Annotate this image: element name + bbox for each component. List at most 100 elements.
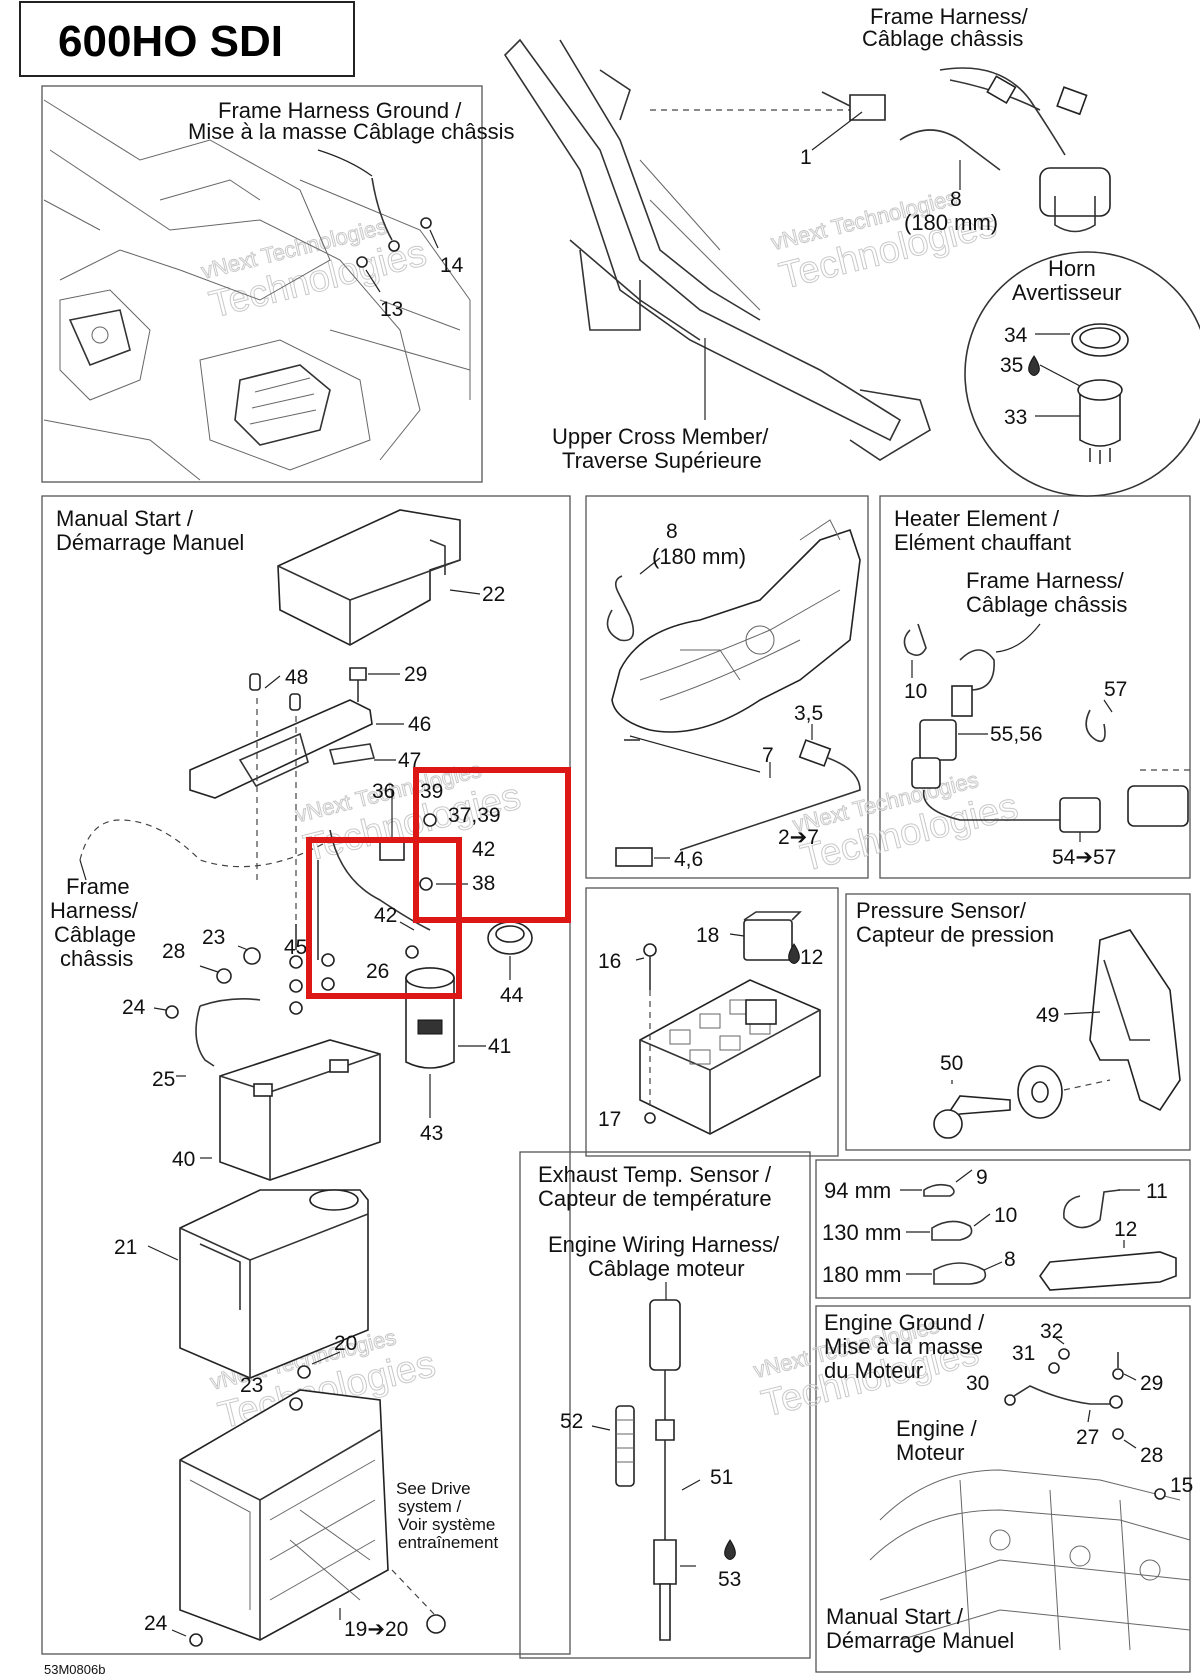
title-box xyxy=(19,1,355,77)
engine-manual-start-en: Manual Start / xyxy=(826,1604,964,1629)
callout-34: 34 xyxy=(1004,324,1028,347)
panel-manual-start xyxy=(41,495,571,1655)
callout-51: 51 xyxy=(710,1466,733,1489)
manual-start-label-en: Manual Start / xyxy=(56,506,194,531)
callout-37-39: 37,39 xyxy=(448,804,501,827)
panel-relay xyxy=(585,887,839,1157)
top-tie-size: (180 mm) xyxy=(904,210,998,235)
callout-10-ties: 10 xyxy=(994,1204,1017,1227)
callout-39: 39 xyxy=(420,780,443,803)
highlight-box-lower xyxy=(306,837,462,999)
callout-48: 48 xyxy=(285,666,308,689)
callout-26: 26 xyxy=(366,960,389,983)
manual-start-label-fr: Démarrage Manuel xyxy=(56,530,244,555)
callout-20: 20 xyxy=(334,1332,357,1355)
grease-drop-icon-12 xyxy=(788,943,800,964)
callout-29-battery: 29 xyxy=(404,663,427,686)
engine-label-en: Engine / xyxy=(896,1416,978,1441)
panel-ties xyxy=(815,1159,1191,1299)
callout-30: 30 xyxy=(966,1372,989,1395)
callout-13: 13 xyxy=(380,298,403,321)
pressure-label-fr: Capteur de pression xyxy=(856,922,1054,947)
callout-29-engine: 29 xyxy=(1140,1372,1163,1395)
exhaust-label-en: Exhaust Temp. Sensor / xyxy=(538,1162,772,1187)
horn-label-fr: Avertisseur xyxy=(1012,280,1122,305)
horn-detail-circle xyxy=(964,251,1200,497)
upper-frame-drawing xyxy=(503,38,931,461)
callout-1: 1 xyxy=(800,146,812,169)
callout-44: 44 xyxy=(500,984,524,1007)
callout-46: 46 xyxy=(408,713,431,736)
heater-label-fr: Elément chauffant xyxy=(894,530,1071,555)
cross-member-label-fr: Traverse Supérieure xyxy=(562,448,762,473)
callout-57: 57 xyxy=(1104,678,1127,701)
callout-10-heater: 10 xyxy=(904,680,927,703)
pressure-label-en: Pressure Sensor/ xyxy=(856,898,1027,923)
callout-17: 17 xyxy=(598,1108,621,1131)
callout-8-ties: 8 xyxy=(1004,1248,1016,1271)
manual-harness-1: Frame xyxy=(66,874,130,899)
callout-52: 52 xyxy=(560,1410,583,1433)
engine-ground-fr-2: du Moteur xyxy=(824,1358,923,1383)
callout-18: 18 xyxy=(696,924,719,947)
see-drive-3: Voir système xyxy=(398,1515,495,1534)
callout-3-5: 3,5 xyxy=(794,702,823,725)
callout-49: 49 xyxy=(1036,1004,1059,1027)
top-harness-label-en: Frame Harness/ xyxy=(870,4,1029,29)
callout-11: 11 xyxy=(1146,1180,1168,1203)
diagram-code: 53M0806b xyxy=(44,1662,105,1677)
callout-27: 27 xyxy=(1076,1426,1099,1449)
tie-length-94: 94 mm xyxy=(824,1178,891,1203)
callout-32: 32 xyxy=(1040,1320,1063,1343)
callout-22: 22 xyxy=(482,583,505,606)
callout-24-battery: 24 xyxy=(122,996,146,1019)
callout-9: 9 xyxy=(976,1166,988,1189)
heater-label-en: Heater Element / xyxy=(894,506,1060,531)
manual-harness-3: Câblage xyxy=(54,922,136,947)
panel-heater xyxy=(879,495,1191,879)
engine-drawing xyxy=(869,1469,1191,1651)
callout-42-lower: 42 xyxy=(374,904,397,927)
tie-length-130: 130 mm xyxy=(822,1220,901,1245)
callout-2-7: 2➔7 xyxy=(778,826,819,849)
callout-36: 36 xyxy=(372,780,395,803)
panel-pressure xyxy=(845,893,1191,1151)
panel-frame-ground xyxy=(41,85,483,483)
callout-23-battery: 23 xyxy=(202,926,225,949)
cross-member-label-en: Upper Cross Member/ xyxy=(552,424,769,449)
engine-ground-fr-1: Mise à la masse xyxy=(824,1334,983,1359)
callout-50: 50 xyxy=(940,1052,963,1075)
callout-35: 35 xyxy=(1000,354,1023,377)
heater-harness-fr: Câblage châssis xyxy=(966,592,1127,617)
callout-47: 47 xyxy=(398,749,421,772)
callout-12-relay: 12 xyxy=(800,946,823,969)
see-drive-2: system / xyxy=(398,1497,462,1516)
frame-ground-label-en: Frame Harness Ground / xyxy=(218,98,462,123)
callout-15: 15 xyxy=(1170,1474,1193,1497)
callout-25: 25 xyxy=(152,1068,175,1091)
fuel-tie-size: (180 mm) xyxy=(652,544,746,569)
callout-33: 33 xyxy=(1004,406,1027,429)
top-harness-label-fr: Câblage châssis xyxy=(862,26,1023,51)
callout-42-upper: 42 xyxy=(472,838,495,861)
horn-label-en: Horn xyxy=(1048,256,1096,281)
callout-28-engine: 28 xyxy=(1140,1444,1163,1467)
exhaust-label-fr: Capteur de température xyxy=(538,1186,772,1211)
callout-21: 21 xyxy=(114,1236,137,1259)
callout-40: 40 xyxy=(172,1148,195,1171)
callout-28-battery: 28 xyxy=(162,940,185,963)
exhaust-harness-en: Engine Wiring Harness/ xyxy=(548,1232,780,1257)
engine-label-fr: Moteur xyxy=(896,1440,964,1465)
callout-23-tray: 23 xyxy=(240,1374,263,1397)
engine-manual-start-fr: Démarrage Manuel xyxy=(826,1628,1014,1653)
callout-7: 7 xyxy=(762,744,774,767)
callout-53: 53 xyxy=(718,1568,741,1591)
callout-8-fuel: 8 xyxy=(666,520,678,543)
callout-16: 16 xyxy=(598,950,621,973)
callout-38: 38 xyxy=(472,872,495,895)
callout-31: 31 xyxy=(1012,1342,1035,1365)
callout-54-57: 54➔57 xyxy=(1052,846,1116,869)
callout-4-6: 4,6 xyxy=(674,848,703,871)
engine-ground-en: Engine Ground / xyxy=(824,1310,985,1335)
